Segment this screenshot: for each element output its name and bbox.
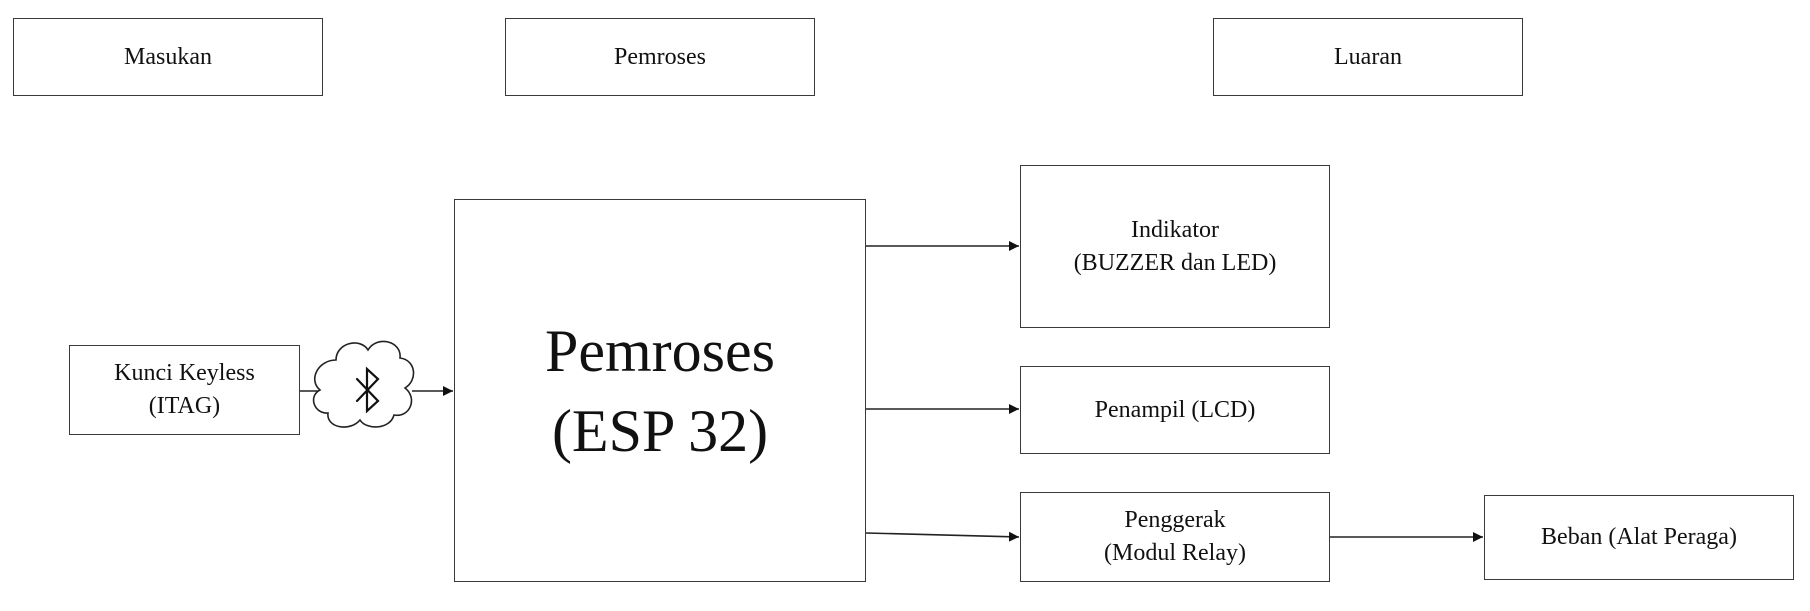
arrow-processor-to-driver bbox=[865, 531, 1020, 542]
processor-block-esp32: Pemroses (ESP 32) bbox=[454, 199, 866, 582]
processor-block-line2: (ESP 32) bbox=[551, 397, 769, 464]
display-block: Penampil (LCD) bbox=[1020, 366, 1330, 454]
indicator-block: Indikator (BUZZER dan LED) bbox=[1020, 165, 1330, 328]
driver-block-line2: (Modul Relay) bbox=[1104, 540, 1246, 566]
input-block-keyless: Kunci Keyless (ITAG) bbox=[69, 345, 300, 435]
indicator-block-line1: Indikator bbox=[1131, 216, 1219, 243]
input-block-line1: Kunci Keyless bbox=[114, 360, 255, 386]
driver-block-line1: Penggerak bbox=[1124, 507, 1226, 533]
display-block-line1: Penampil (LCD) bbox=[1094, 396, 1256, 423]
header-input: Masukan bbox=[13, 18, 323, 96]
load-block: Beban (Alat Peraga) bbox=[1484, 495, 1794, 580]
load-block-line1: Beban (Alat Peraga) bbox=[1541, 524, 1737, 550]
header-process: Pemroses bbox=[505, 18, 815, 96]
header-output-label: Luaran bbox=[1334, 43, 1402, 70]
bluetooth-icon bbox=[312, 340, 415, 428]
bluetooth-rune bbox=[355, 366, 380, 414]
header-output: Luaran bbox=[1213, 18, 1523, 96]
indicator-block-line2: (BUZZER dan LED) bbox=[1073, 249, 1277, 276]
wireless-cloud-shape bbox=[312, 340, 415, 428]
input-block-line2: (ITAG) bbox=[148, 393, 221, 419]
header-process-label: Pemroses bbox=[614, 43, 706, 70]
driver-block: Penggerak (Modul Relay) bbox=[1020, 492, 1330, 582]
header-input-label: Masukan bbox=[124, 43, 212, 70]
processor-block-line1: Pemroses bbox=[545, 317, 775, 384]
